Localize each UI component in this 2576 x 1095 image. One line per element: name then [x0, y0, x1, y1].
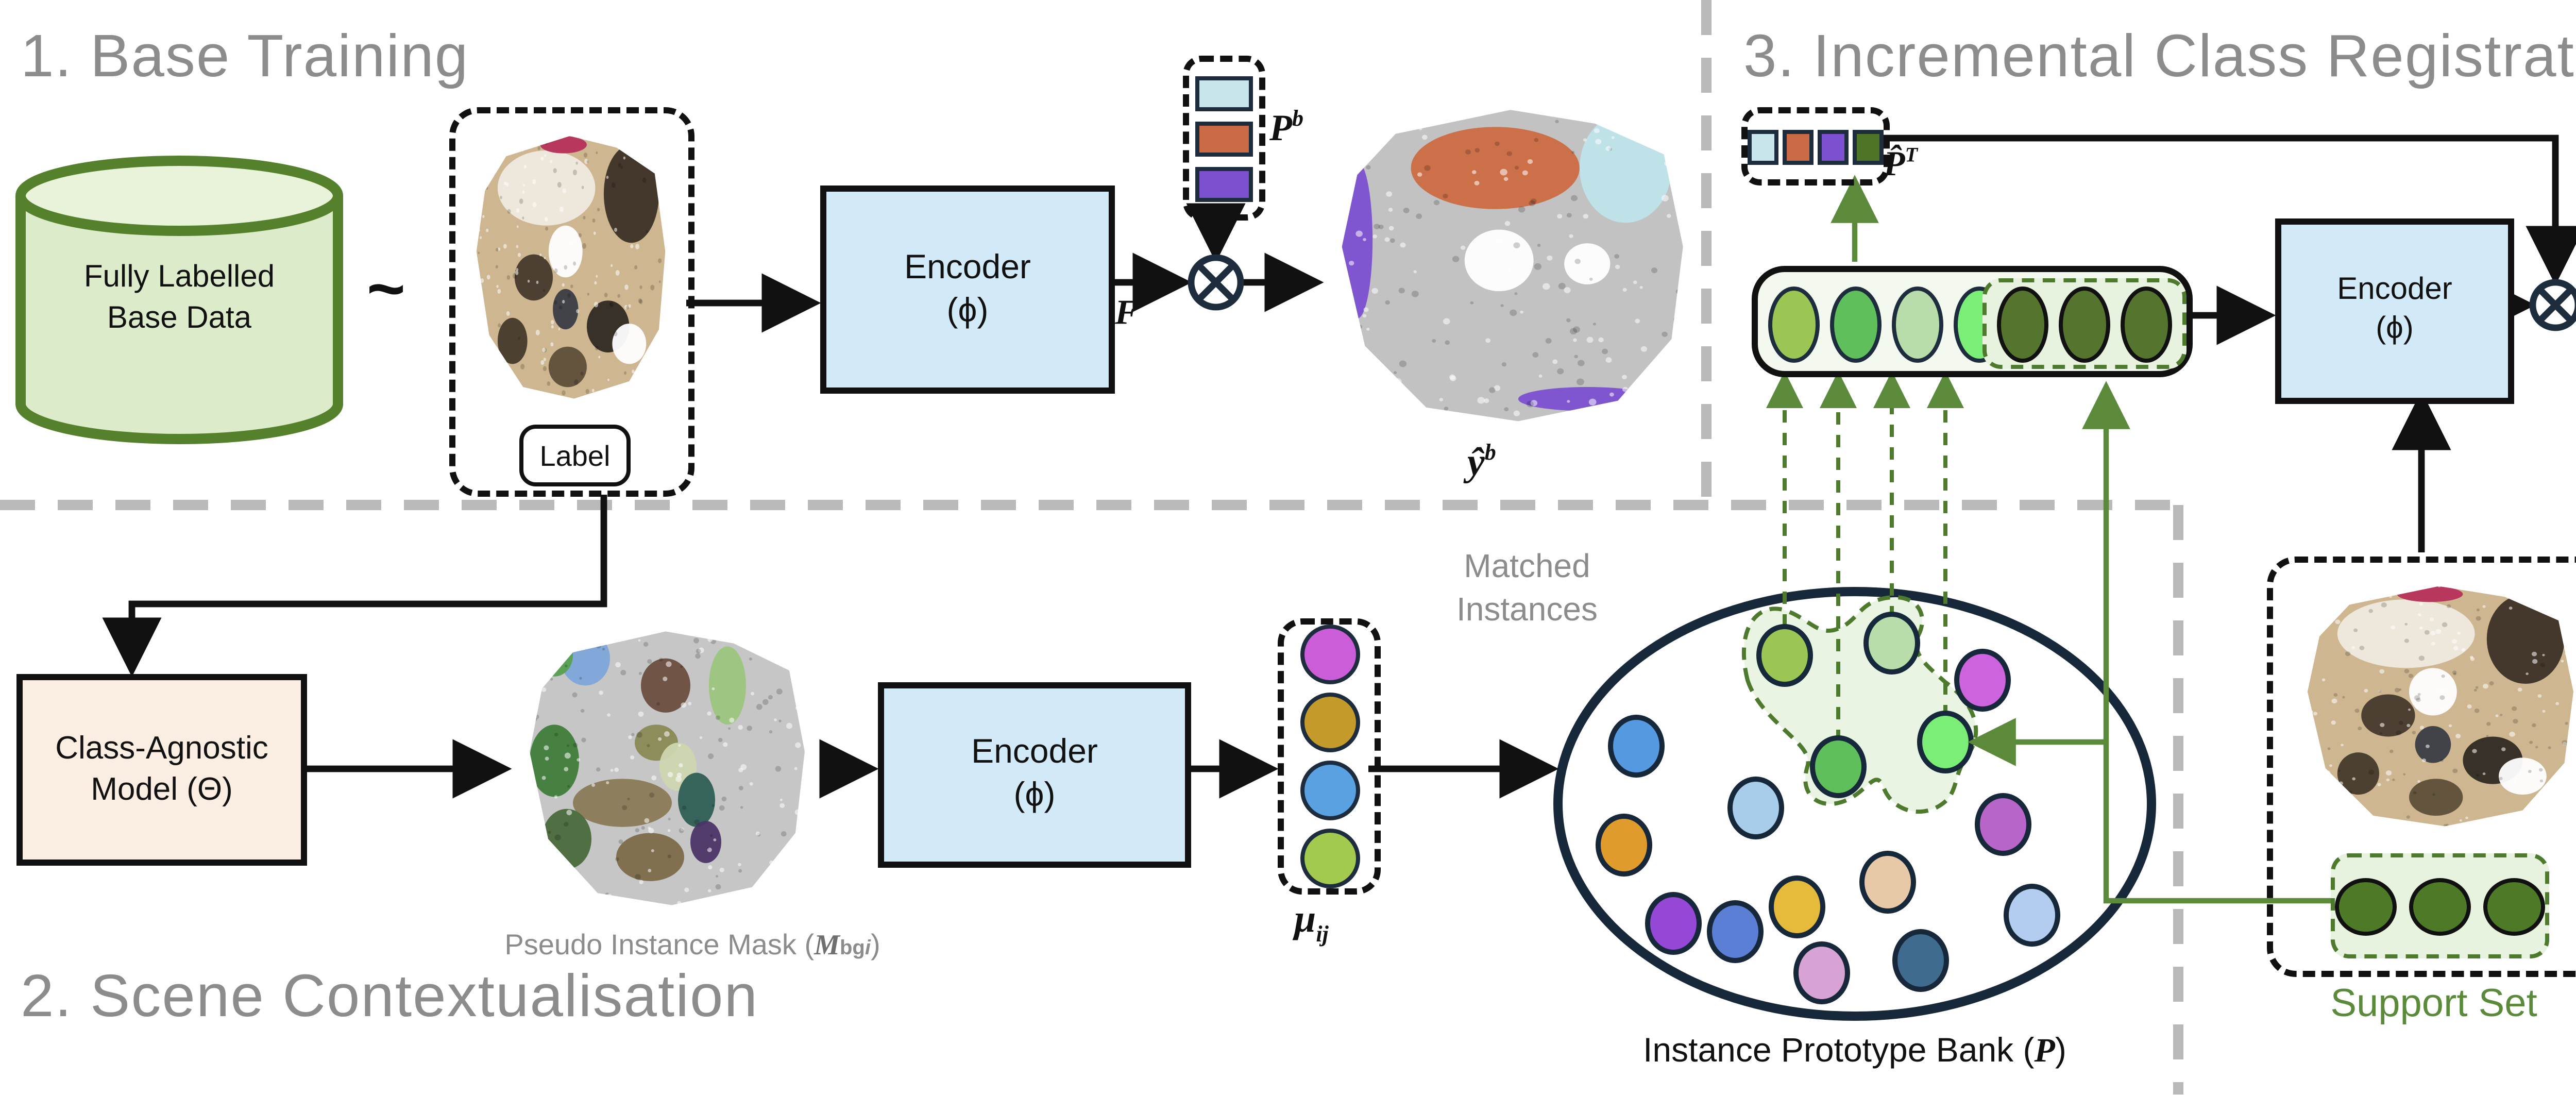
point-cloud-graphic	[476, 136, 666, 399]
prototype-circle	[2121, 285, 2172, 362]
bank-prototype-circle	[1954, 649, 2011, 712]
bank-prototype-circle	[1892, 929, 1949, 992]
bank-prototype-circle	[1707, 900, 1764, 963]
point-cloud-graphic	[2307, 586, 2573, 827]
bank-prototype-circle	[1859, 851, 1916, 914]
bank-prototype-circle	[1810, 735, 1867, 798]
bank-prototype-circle	[1769, 875, 1825, 938]
prototype-chip	[1853, 129, 1884, 164]
section-title-scene-contextualisation: 2. Scene Contextualisation	[21, 965, 758, 1031]
bank-prototype-circle	[1645, 892, 1702, 955]
bank-prototype-circles	[1596, 612, 2060, 1004]
bank-prototype-circle	[1608, 715, 1665, 778]
prototype-chip	[1818, 129, 1849, 164]
prototype-chip	[1748, 129, 1778, 164]
support-prototype-group	[2331, 853, 2549, 958]
bank-prototype-circle	[1756, 624, 1813, 687]
bank-prototype-circle	[1727, 777, 1784, 839]
mu-label: μij	[1294, 899, 1329, 948]
bank-prototype-circle	[1917, 711, 1974, 773]
embedding-circle	[1299, 693, 1359, 752]
point-cloud-graphic	[530, 631, 805, 905]
instance-prototype-bank	[1553, 587, 2156, 1021]
label-chip: Label	[519, 425, 631, 486]
instance-embedding-stack	[1278, 618, 1381, 895]
base-cylinder-label: Fully Labelled Base Data	[83, 260, 275, 335]
section-title-base-training: 1. Base Training	[21, 25, 469, 91]
embedding-circle	[1299, 625, 1359, 684]
novel-prototype-group	[1982, 278, 2187, 369]
prototype-circle	[1830, 287, 1882, 363]
prototype-chip	[1783, 129, 1814, 164]
pb-label: Pb	[1269, 107, 1303, 148]
prototype-chip	[1195, 121, 1253, 156]
labelled-scene-box: Label	[449, 107, 694, 497]
support-connectors	[1831, 175, 2331, 904]
support-set-label: Support Set	[2330, 983, 2537, 1026]
yb-label: ŷb	[1467, 441, 1496, 485]
bank-prototype-circle	[2004, 884, 2060, 947]
section-separators	[0, 0, 2183, 1094]
sampled-from-tilde: ~	[367, 251, 405, 326]
flow-arrows	[102, 134, 2576, 799]
prototype-chip	[1195, 75, 1253, 110]
bank-prototype-circle	[1596, 814, 1652, 877]
prototype-chip	[1195, 166, 1253, 201]
base-prototypes-chips	[1183, 56, 1265, 221]
feature-label: F	[1115, 293, 1139, 332]
novel-prototype-circles	[1997, 285, 2172, 362]
incremental-prototypes-chips	[1741, 107, 1890, 186]
point-cloud-graphic	[1342, 110, 1683, 422]
pseudo-instance-mask-label: Pseudo Instance Mask (Mbgi)	[504, 928, 880, 963]
section-title-incremental-registration: 3. Incremental Class Registration	[1743, 25, 2576, 91]
prototype-sequence-pill	[1752, 266, 2193, 377]
prototype-circle	[1997, 285, 2048, 362]
instance-prototype-bank-label: Instance Prototype Bank (P)	[1643, 1031, 2066, 1070]
matched-instance-links	[1766, 371, 1964, 742]
prototype-circle	[2335, 877, 2397, 935]
bank-prototype-circle	[1975, 793, 2031, 856]
base-data-cylinder-icon	[15, 156, 343, 444]
otimes-multiply-icon	[1188, 254, 2576, 331]
prototype-circle	[2409, 877, 2471, 935]
base-scene-point-cloud	[464, 122, 676, 410]
embedding-circle	[1299, 829, 1359, 888]
prototype-circle	[2483, 877, 2545, 935]
matched-instances-label: Matched Instances	[1456, 550, 1598, 629]
support-set-box	[2267, 557, 2576, 977]
pt-label: P̂T	[1884, 144, 1918, 183]
base-prediction-point-cloud	[1319, 93, 1702, 435]
bank-prototype-circle	[1793, 941, 1850, 1004]
support-scene-point-cloud	[2290, 573, 2576, 837]
pseudo-instance-mask-point-cloud	[511, 616, 820, 917]
bank-prototype-circle	[1863, 612, 1920, 675]
embedding-circle	[1299, 761, 1359, 820]
prototype-circle	[1892, 287, 1943, 363]
base-prototype-circles	[1768, 287, 2005, 363]
support-prototype-circles	[2335, 877, 2545, 935]
encoder-box-base: Encoder (ϕ)	[820, 186, 1115, 394]
prototype-circle	[2059, 285, 2110, 362]
encoder-box-incremental: Encoder (ϕ)	[2275, 218, 2514, 404]
encoder-box-scene: Encoder (ϕ)	[878, 682, 1191, 868]
prototype-circle	[1768, 287, 1820, 363]
class-agnostic-model-box: Class-Agnostic Model (Θ)	[16, 674, 307, 866]
